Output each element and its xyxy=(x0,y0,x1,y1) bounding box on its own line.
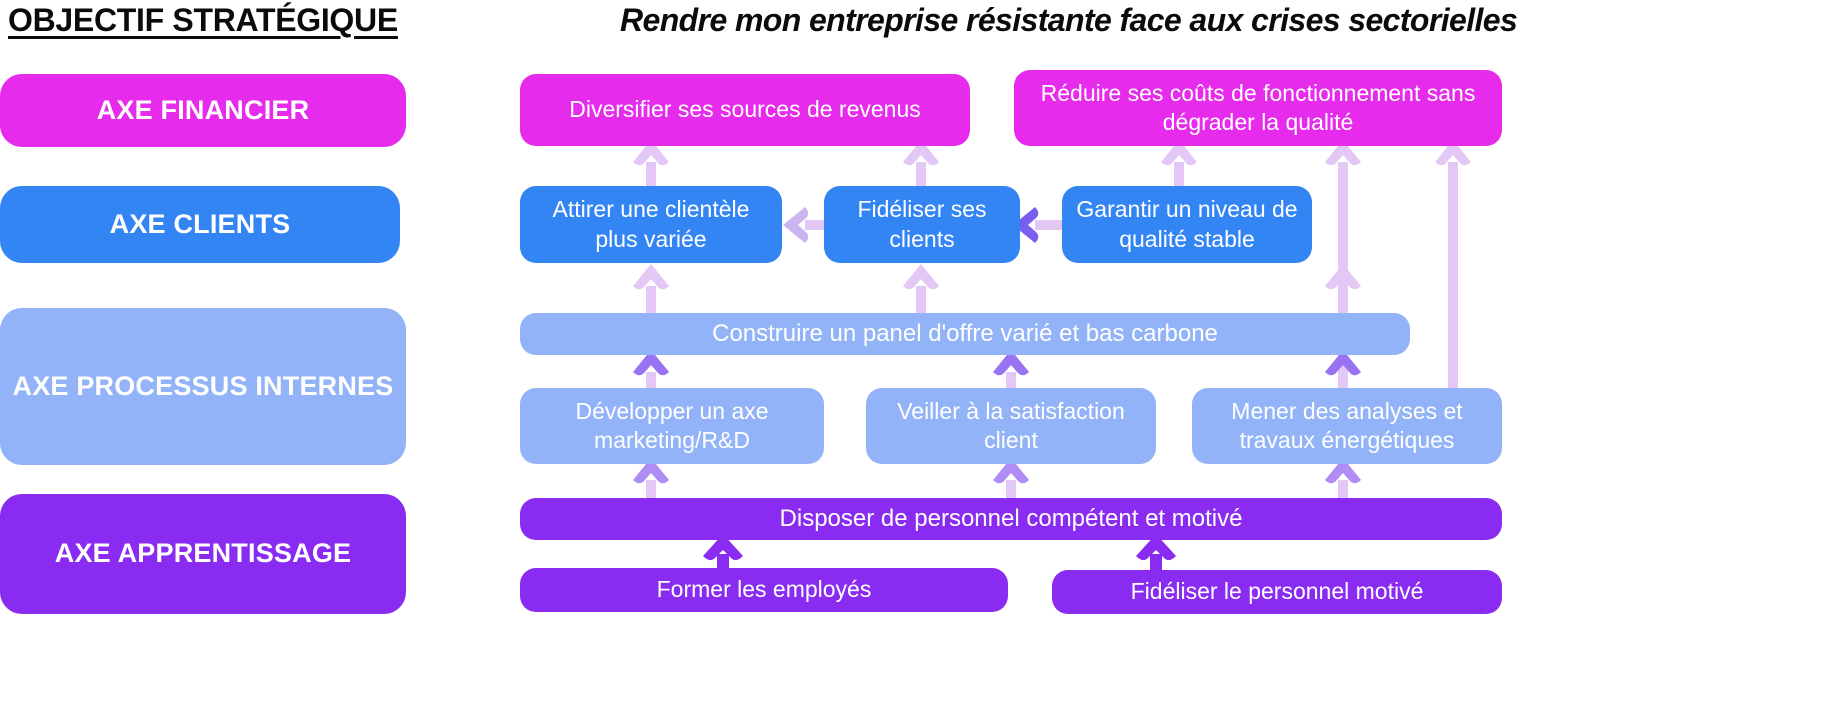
arrow-analyses-to-panel xyxy=(1325,350,1361,398)
objective-label: Réduire ses coûts de fonctionnement sans… xyxy=(1040,79,1476,135)
objective-garantir-qualite[interactable]: Garantir un niveau de qualité stable xyxy=(1062,186,1312,263)
arrow-garantir-qualite-to-reduire-couts xyxy=(1161,140,1197,188)
objective-personnel-competent[interactable]: Disposer de personnel compétent et motiv… xyxy=(520,498,1502,540)
objective-former-employes[interactable]: Former les employés xyxy=(520,568,1008,612)
perspective-card-financier[interactable]: AXE FINANCIER xyxy=(0,74,406,147)
objective-label: Attirer une clientèle plus variée xyxy=(552,196,750,252)
perspective-label-processus: AXE PROCESSUS INTERNES xyxy=(12,370,394,401)
objective-satisfaction-client[interactable]: Veiller à la satisfaction client xyxy=(866,388,1156,464)
perspective-label-financier: AXE FINANCIER xyxy=(96,94,310,125)
page-title: OBJECTIF STRATÉGIQUE xyxy=(8,2,398,38)
objective-label: Fidéliser le personnel motivé xyxy=(1130,578,1424,605)
arrow-panel-to-garantir-qualite xyxy=(1325,264,1361,316)
objective-label: Développer un axe marketing/R&D xyxy=(575,397,769,453)
arrow-personnel-to-satisfaction xyxy=(993,458,1029,506)
objective-marketing-rd[interactable]: Développer un axe marketing/R&D xyxy=(520,388,824,464)
arrow-panel-to-attirer xyxy=(633,264,669,316)
perspective-label-apprentissage: AXE APPRENTISSAGE xyxy=(54,538,352,569)
arrow-personnel-to-marketing-rd xyxy=(633,458,669,506)
objective-analyses-travaux[interactable]: Mener des analyses et travaux énergétiqu… xyxy=(1192,388,1502,464)
arrow-fideliser-personnel-to-personnel xyxy=(1136,534,1176,574)
objective-fideliser-clients[interactable]: Fidéliser ses clients xyxy=(824,186,1020,263)
objective-panel-offre[interactable]: Construire un panel d'offre varié et bas… xyxy=(520,313,1410,355)
arrow-fideliser-clients-to-diversifier xyxy=(903,140,939,188)
objective-label: Diversifier ses sources de revenus xyxy=(569,96,921,123)
arrow-satisfaction-to-panel xyxy=(993,350,1029,398)
objective-diversifier-revenus[interactable]: Diversifier ses sources de revenus xyxy=(520,74,970,146)
objective-label: Mener des analyses et travaux énergétiqu… xyxy=(1231,397,1463,453)
objective-fideliser-personnel[interactable]: Fidéliser le personnel motivé xyxy=(1052,570,1502,614)
objective-label: Garantir un niveau de qualité stable xyxy=(1076,196,1298,252)
objective-label: Construire un panel d'offre varié et bas… xyxy=(712,319,1218,347)
arrow-panel-to-fideliser-clients xyxy=(903,264,939,316)
objective-attirer-clientele[interactable]: Attirer une clientèle plus variée xyxy=(520,186,782,263)
arrow-fideliser-clients-to-attirer xyxy=(783,207,831,243)
perspective-card-apprentissage[interactable]: AXE APPRENTISSAGE xyxy=(0,494,406,614)
objective-label: Veiller à la satisfaction client xyxy=(897,397,1125,453)
arrow-garantir-to-fideliser-clients xyxy=(1013,207,1065,243)
perspective-card-processus[interactable]: AXE PROCESSUS INTERNES xyxy=(0,308,406,465)
perspective-card-clients[interactable]: AXE CLIENTS xyxy=(0,186,400,263)
objective-label: Former les employés xyxy=(656,576,872,603)
arrow-personnel-to-analyses xyxy=(1325,458,1361,506)
perspective-label-clients: AXE CLIENTS xyxy=(109,208,291,239)
objective-label: Disposer de personnel compétent et motiv… xyxy=(779,504,1243,532)
arrow-analyses-to-reduire-couts-far xyxy=(1435,140,1471,388)
arrow-marketing-rd-to-panel xyxy=(633,350,669,398)
objective-label: Fidéliser ses clients xyxy=(857,196,987,252)
objective-reduire-couts[interactable]: Réduire ses coûts de fonctionnement sans… xyxy=(1014,70,1502,146)
arrow-attirer-to-diversifier xyxy=(633,140,669,188)
strategic-objective-statement: Rendre mon entreprise résistante face au… xyxy=(620,2,1518,38)
